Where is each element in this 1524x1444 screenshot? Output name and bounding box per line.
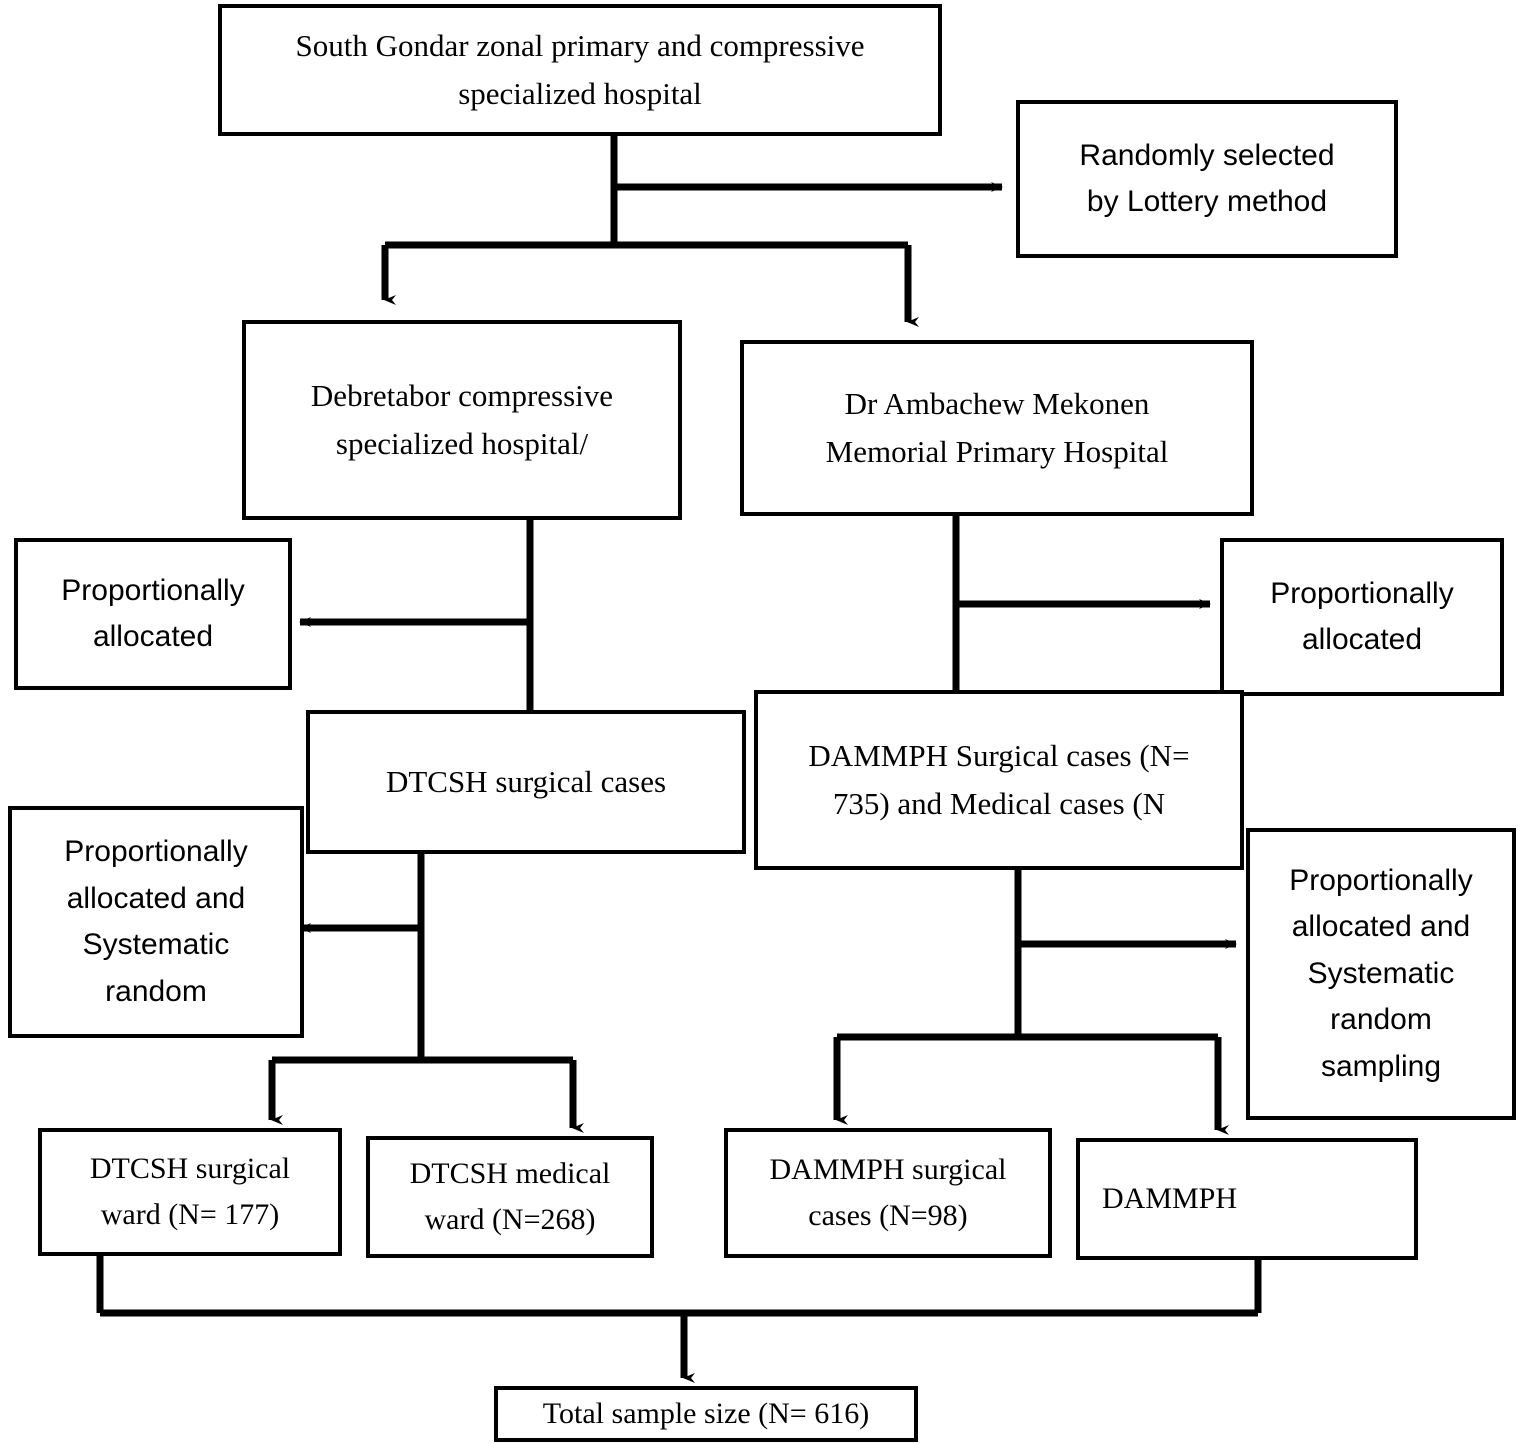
node-alloc-systematic-random-left-label: Proportionally allocated and Systematic … — [64, 835, 248, 1008]
node-total-sample-size-label: Total sample size (N= 616) — [542, 1396, 870, 1430]
node-source-hospital[interactable]: South Gondar zonal primary and compressi… — [218, 4, 942, 136]
node-dtcsh-surgical-cases[interactable]: DTCSH surgical cases — [306, 710, 746, 854]
node-dtcsh-medical-ward-label: DTCSH medical ward (N=268) — [409, 1156, 611, 1237]
node-dammph-surgical-cases-label: DAMMPH surgical cases (N=98) — [769, 1152, 1007, 1233]
node-lottery-method[interactable]: Randomly selected by Lottery method — [1016, 100, 1398, 258]
node-source-hospital-label: South Gondar zonal primary and compressi… — [295, 27, 865, 111]
node-dtcsh-surgical-ward[interactable]: DTCSH surgical ward (N= 177) — [38, 1128, 342, 1256]
node-dammph-cases[interactable]: DAMMPH Surgical cases (N= 735) and Medic… — [754, 690, 1244, 870]
node-debretabor-hospital[interactable]: Debretabor compressive specialized hospi… — [242, 320, 682, 520]
node-alloc-systematic-random-right-label: Proportionally allocated and Systematic … — [1289, 863, 1473, 1083]
node-dammph-other[interactable]: DAMMPH — [1076, 1138, 1418, 1260]
node-lottery-method-label: Randomly selected by Lottery method — [1079, 138, 1335, 219]
node-dammph-surgical-cases[interactable]: DAMMPH surgical cases (N=98) — [724, 1128, 1052, 1258]
node-dtcsh-medical-ward[interactable]: DTCSH medical ward (N=268) — [366, 1136, 654, 1258]
node-dammph-cases-label: DAMMPH Surgical cases (N= 735) and Medic… — [808, 737, 1190, 821]
node-dtcsh-surgical-ward-label: DTCSH surgical ward (N= 177) — [89, 1151, 291, 1232]
node-ambachew-hospital[interactable]: Dr Ambachew Mekonen Memorial Primary Hos… — [740, 340, 1254, 516]
node-proportionally-allocated-left-label: Proportionally allocated — [61, 573, 245, 654]
node-proportionally-allocated-left[interactable]: Proportionally allocated — [14, 538, 292, 690]
node-alloc-systematic-random-right[interactable]: Proportionally allocated and Systematic … — [1246, 828, 1516, 1120]
node-total-sample-size[interactable]: Total sample size (N= 616) — [494, 1386, 918, 1442]
node-ambachew-hospital-label: Dr Ambachew Mekonen Memorial Primary Hos… — [825, 385, 1169, 469]
node-alloc-systematic-random-left[interactable]: Proportionally allocated and Systematic … — [8, 806, 304, 1038]
node-proportionally-allocated-right[interactable]: Proportionally allocated — [1220, 538, 1504, 696]
node-dtcsh-surgical-cases-label: DTCSH surgical cases — [385, 763, 667, 799]
node-proportionally-allocated-right-label: Proportionally allocated — [1270, 576, 1454, 657]
node-debretabor-hospital-label: Debretabor compressive specialized hospi… — [310, 377, 614, 461]
node-dammph-other-label: DAMMPH — [1102, 1181, 1238, 1215]
